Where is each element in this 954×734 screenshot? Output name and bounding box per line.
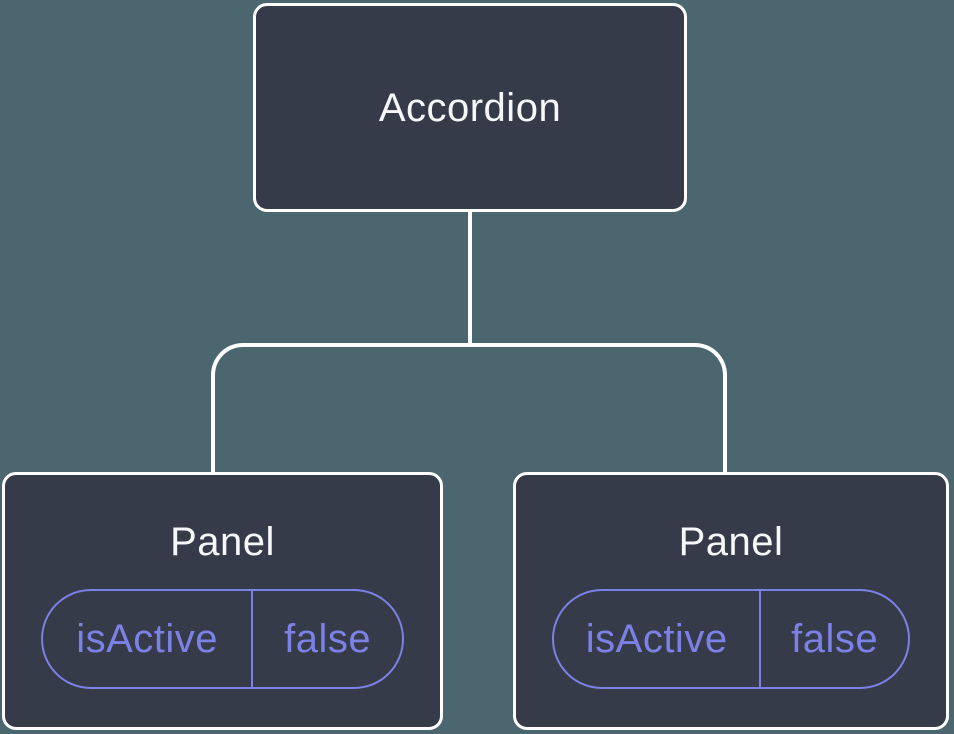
connector-branch-bracket bbox=[211, 343, 727, 472]
state-pill: isActive false bbox=[41, 589, 404, 689]
connector-stem-line bbox=[468, 211, 472, 347]
state-value: false bbox=[284, 616, 372, 661]
state-name: isActive bbox=[76, 616, 219, 661]
state-value: false bbox=[791, 616, 879, 661]
tree-node-panel-left: Panel isActive false bbox=[2, 472, 443, 730]
state-name: isActive bbox=[585, 616, 728, 661]
panel-node-label: Panel bbox=[678, 520, 784, 564]
pill-divider bbox=[251, 591, 254, 687]
tree-node-accordion: Accordion bbox=[253, 3, 687, 212]
pill-divider bbox=[759, 591, 762, 687]
tree-node-panel-right: Panel isActive false bbox=[513, 472, 949, 730]
state-pill: isActive false bbox=[552, 589, 910, 689]
panel-node-label: Panel bbox=[170, 520, 275, 564]
accordion-node-label: Accordion bbox=[378, 85, 562, 130]
